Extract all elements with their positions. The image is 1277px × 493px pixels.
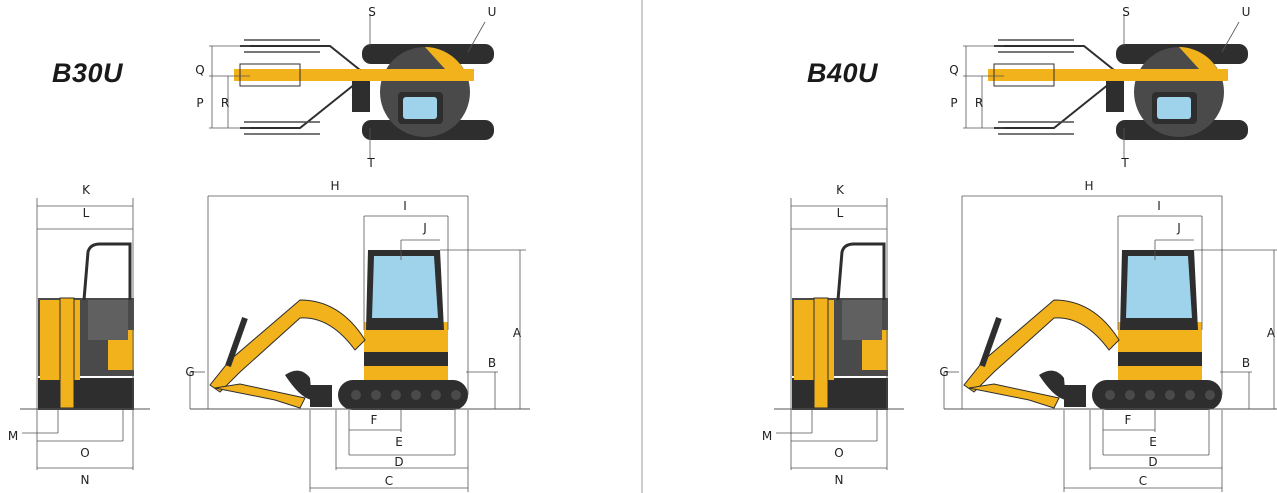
panel-b40u	[774, 14, 1277, 492]
dim-label-f-b30u: F	[370, 413, 378, 427]
dim-label-p-b30u: P	[196, 96, 204, 110]
dim-label-l-b40u: L	[836, 206, 844, 220]
front-view	[20, 198, 150, 470]
dim-label-b-b30u: B	[487, 356, 497, 370]
dim-label-o-b30u: O	[80, 446, 90, 460]
dim-label-o-b40u: O	[834, 446, 844, 460]
dim-label-a-b30u: A	[512, 326, 522, 340]
dim-label-k-b30u: K	[82, 183, 90, 197]
dim-label-g-b30u: G	[185, 365, 195, 379]
model-title-b40u: B40U	[807, 58, 879, 88]
dim-label-s-b40u: S	[1122, 5, 1130, 19]
dim-label-c-b30u: C	[384, 474, 394, 488]
panel-b30u	[20, 14, 530, 492]
side-view	[943, 195, 1277, 492]
front-view	[774, 198, 904, 470]
dim-label-e-b40u: E	[1149, 435, 1157, 449]
dim-label-n-b40u: N	[834, 473, 844, 487]
dim-label-i-b40u: I	[1157, 199, 1161, 213]
dim-label-c-b40u: C	[1138, 474, 1148, 488]
dim-label-t-b40u: T	[1121, 156, 1129, 170]
dim-label-r-b40u: R	[974, 96, 984, 110]
dim-label-m-b30u: M	[7, 429, 19, 443]
dim-label-i-b30u: I	[403, 199, 407, 213]
side-view	[189, 195, 530, 492]
dim-label-h-b40u: H	[1084, 179, 1094, 193]
top-view	[963, 14, 1248, 158]
dim-label-d-b40u: D	[1148, 455, 1158, 469]
dim-label-h-b30u: H	[330, 179, 340, 193]
dim-label-j-b40u: J	[1177, 221, 1181, 235]
dim-label-k-b40u: K	[836, 183, 844, 197]
top-view	[209, 14, 494, 158]
dim-label-l-b30u: L	[82, 206, 90, 220]
dim-label-m-b40u: M	[761, 429, 773, 443]
dim-label-q-b30u: Q	[195, 63, 205, 77]
model-title-b30u: B30U	[52, 58, 124, 88]
dim-label-q-b40u: Q	[949, 63, 959, 77]
dim-label-s-b30u: S	[368, 5, 376, 19]
dim-label-u-b30u: U	[487, 5, 497, 19]
dim-label-n-b30u: N	[80, 473, 90, 487]
dim-label-g-b40u: G	[939, 365, 949, 379]
dim-label-b-b40u: B	[1241, 356, 1251, 370]
dim-label-t-b30u: T	[367, 156, 375, 170]
dim-label-r-b30u: R	[220, 96, 230, 110]
dim-label-j-b30u: J	[423, 221, 427, 235]
dim-label-d-b30u: D	[394, 455, 404, 469]
dim-label-f-b40u: F	[1124, 413, 1132, 427]
dim-label-u-b40u: U	[1241, 5, 1251, 19]
dim-label-e-b30u: E	[395, 435, 403, 449]
dim-label-a-b40u: A	[1266, 326, 1276, 340]
dim-label-p-b40u: P	[950, 96, 958, 110]
